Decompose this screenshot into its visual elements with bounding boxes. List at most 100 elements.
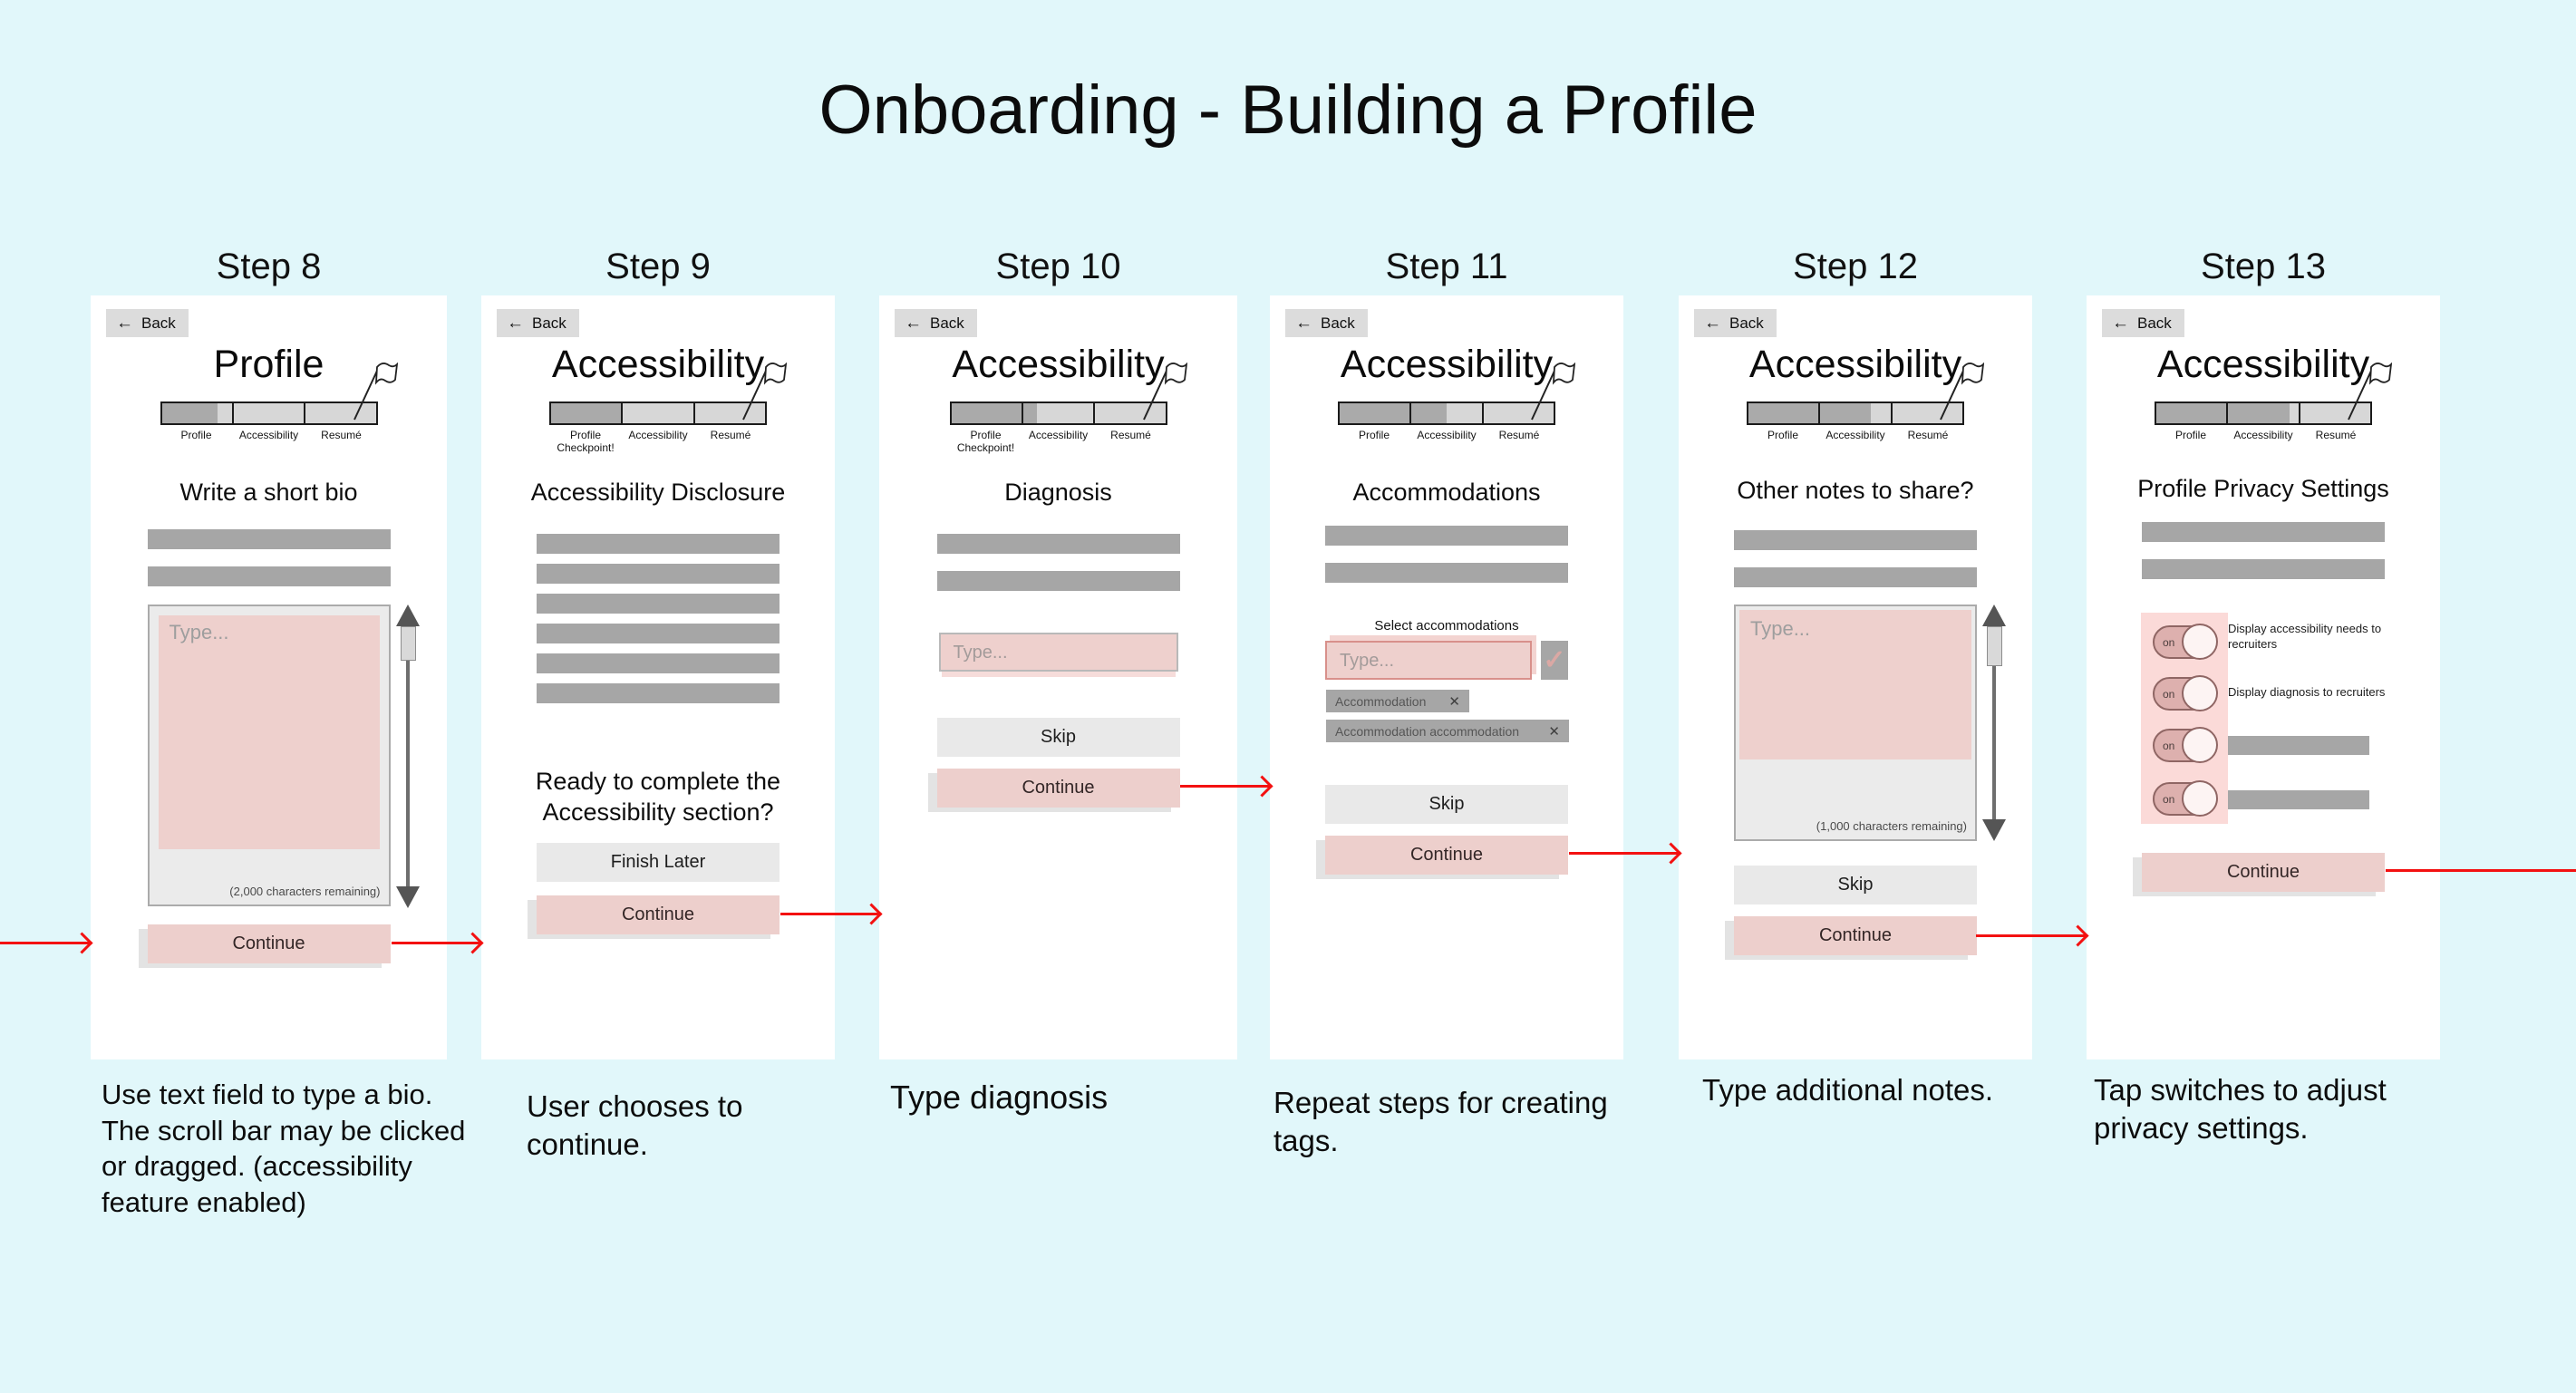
toggle-switch[interactable]: on [2153,727,2218,763]
back-button[interactable]: ← Back [106,309,189,337]
toggle-switch[interactable]: on [2153,780,2218,817]
input-placeholder: Type... [953,643,1008,663]
step-9-column: Step 9 ← Back Accessibility Profile Chec… [481,0,835,1393]
continue-button[interactable]: Continue [147,924,391,963]
finish-later-button[interactable]: Finish Later [537,843,780,882]
accommodation-tag[interactable]: Accommodation ✕ [1326,690,1469,712]
progress-segment-accessibility [1022,403,1096,423]
back-button[interactable]: ← Back [895,309,977,337]
continue-button[interactable]: Continue [2142,853,2385,892]
switch-knob[interactable] [2182,624,2218,660]
page-title: Onboarding - Building a Profile [818,72,1758,149]
progress-segment-profile [551,403,624,423]
flag-icon [1531,362,1575,421]
switch-state-label: on [2163,739,2175,752]
continue-button[interactable]: Continue [1325,836,1568,875]
accommodation-input[interactable]: Type... [1325,641,1532,680]
toggle-switch[interactable]: on [2153,624,2218,660]
step-9-label: Step 9 [605,247,711,286]
skip-button[interactable]: Skip [936,718,1180,757]
progress-segment-accessibility [623,403,695,423]
text-bar [537,594,780,614]
skip-button[interactable]: Skip [1734,866,1977,904]
scrollbar-track[interactable] [1992,666,1996,819]
step-8-column: Step 8 ← Back Profile Profile Accessibil… [91,0,465,1393]
placeholder-text-bars [537,534,780,713]
toggle-switch[interactable]: on [2153,675,2218,711]
progress-bar: Profile Accessibility Resumé [1338,362,1575,441]
scroll-down-arrow-icon[interactable] [396,886,420,908]
placeholder-text-bars [1325,526,1568,600]
scrollbar[interactable] [1978,605,2010,841]
progress-bar: Profile Checkpoint! Accessibility Resumé [549,362,787,455]
textarea-placeholder: Type... [169,621,229,643]
close-icon[interactable]: ✕ [1448,693,1460,710]
select-accommodations-label: Select accommodations [1374,618,1519,634]
continue-button[interactable]: Continue [537,895,780,934]
bio-textarea[interactable]: Type... (2,000 characters remaining) [147,605,391,906]
back-button[interactable]: ← Back [1285,309,1368,337]
placeholder-text-bars [936,534,1180,608]
continue-button[interactable]: Continue [1734,916,1977,955]
text-bar [147,529,391,549]
scrollbar-track[interactable] [406,661,410,886]
progress-label: Resumé [710,429,751,441]
placeholder-text-bars [2142,522,2385,596]
notes-textarea[interactable]: Type... (1,000 characters remaining) [1734,605,1977,841]
step-8-label: Step 8 [216,247,322,286]
step-caption: Tap switches to adjust privacy settings. [2094,1073,2387,1146]
scroll-up-arrow-icon[interactable] [1982,605,2006,626]
checkmark-icon: ✓ [1543,645,1566,675]
skip-button[interactable]: Skip [1325,785,1568,824]
progress-segment-profile [951,403,1023,423]
switch-knob[interactable] [2182,727,2218,763]
scroll-down-arrow-icon[interactable] [1982,819,2006,841]
flow-arrow-step-12-to-13 [1976,934,2087,937]
scrollbar[interactable] [392,605,424,908]
progress-bar: Profile Accessibility Resumé [160,362,398,441]
progress-label: Accessibility [2233,429,2293,441]
switch-knob[interactable] [2182,675,2218,711]
back-label: Back [2137,314,2172,332]
progress-label: Resumé [2315,429,2357,441]
close-icon[interactable]: ✕ [1548,723,1560,740]
section-heading: Other notes to share? [1737,477,1974,504]
text-bar [537,564,780,584]
phone-card-step-12: ← Back Accessibility Profile Accessibili… [1679,295,2032,1059]
back-button[interactable]: ← Back [2102,309,2184,337]
phone-card-step-11: ← Back Accessibility Profile Accessibili… [1270,295,1623,1059]
accommodation-tag[interactable]: Accommodation accommodation ✕ [1326,720,1569,742]
scrollbar-thumb[interactable] [400,626,416,661]
back-button[interactable]: ← Back [1694,309,1777,337]
back-arrow-icon: ← [507,314,524,333]
card-title: Accessibility [551,343,765,386]
step-caption: Use text field to type a bio. The scroll… [102,1079,466,1219]
card-title: Profile [213,343,324,386]
back-button[interactable]: ← Back [497,309,579,337]
text-bar [1325,563,1568,583]
continue-button[interactable]: Continue [936,769,1180,808]
progress-label: Profile [1767,429,1798,441]
progress-label: Accessibility [628,429,688,441]
progress-label: Profile Checkpoint! [956,429,1015,455]
diagnosis-input[interactable]: Type... [938,633,1178,672]
confirm-tag-button[interactable]: ✓ [1541,641,1568,680]
progress-label: Accessibility [238,429,299,441]
switch-label-bar [2228,736,2369,755]
progress-segment-accessibility [1411,403,1484,423]
back-arrow-icon: ← [1295,314,1312,333]
progress-label: Resumé [321,429,362,441]
step-12-label: Step 12 [1793,247,1918,286]
question-text: Ready to complete the Accessibility sect… [535,768,781,826]
character-counter: (1,000 characters remaining) [1816,819,1967,833]
switch-state-label: on [2163,687,2175,701]
text-bar [1325,526,1568,546]
text-bar [147,566,391,586]
section-heading: Write a short bio [179,479,358,506]
progress-bar: Profile Accessibility Resumé [1747,362,1984,441]
scrollbar-thumb[interactable] [1986,626,2002,666]
scroll-up-arrow-icon[interactable] [396,605,420,626]
switch-state-label: on [2163,792,2175,806]
switch-knob[interactable] [2182,780,2218,817]
